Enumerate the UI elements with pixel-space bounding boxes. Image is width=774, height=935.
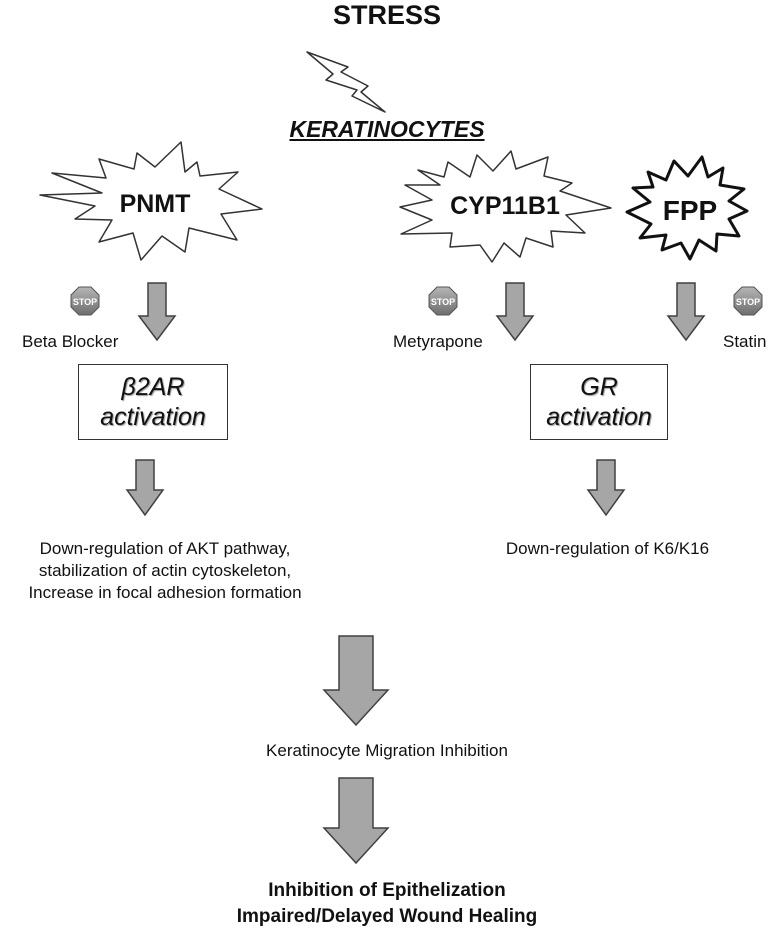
gr-activation-box: GR activation xyxy=(530,364,668,440)
down-arrow-icon xyxy=(137,282,177,342)
big-down-arrow-icon xyxy=(322,777,390,865)
stop-text: STOP xyxy=(431,297,455,307)
effect-line: Increase in focal adhesion formation xyxy=(28,583,302,602)
b2ar-activation-box: β2AR activation xyxy=(78,364,228,440)
stop-sign-icon: STOP xyxy=(428,286,458,316)
migration-inhibition: Keratinocyte Migration Inhibition xyxy=(266,741,508,760)
down-arrow-icon xyxy=(495,282,535,342)
cyp11b1-burst xyxy=(399,150,612,263)
fpp-burst xyxy=(625,155,749,261)
lightning-icon xyxy=(306,51,386,113)
statin-label: Statin xyxy=(723,332,767,351)
gr-label: GR xyxy=(580,373,618,401)
outcome-line-2: Impaired/Delayed Wound Healing xyxy=(236,906,538,927)
stop-sign-icon: STOP xyxy=(733,286,763,316)
pnmt-label: PNMT xyxy=(119,190,191,218)
b2ar-activation-label: activation xyxy=(100,403,206,431)
metyrapone-label: Metyrapone xyxy=(393,332,483,351)
down-arrow-icon xyxy=(125,459,165,517)
effect-line: Down-regulation of AKT pathway, xyxy=(39,539,291,558)
pnmt-burst xyxy=(39,141,263,261)
k6-k16-effect: Down-regulation of K6/K16 xyxy=(505,539,710,558)
stop-text: STOP xyxy=(73,297,97,307)
down-arrow-icon xyxy=(586,459,626,517)
fpp-label: FPP xyxy=(662,195,718,226)
akt-effects: Down-regulation of AKT pathway, stabiliz… xyxy=(0,538,330,604)
down-arrow-icon xyxy=(666,282,706,342)
outcome-line-1: Inhibition of Epithelization xyxy=(268,880,506,901)
stop-sign-icon: STOP xyxy=(70,286,100,316)
b2ar-label: β2AR xyxy=(121,373,185,401)
stop-text: STOP xyxy=(736,297,760,307)
cell-type-label: KERATINOCYTES xyxy=(289,116,485,142)
big-down-arrow-icon xyxy=(322,635,390,727)
effect-line: stabilization of actin cytoskeleton, xyxy=(38,561,292,580)
outcome: Inhibition of Epithelization Impaired/De… xyxy=(0,878,774,930)
gr-activation-label: activation xyxy=(546,403,652,431)
stress-title: STRESS xyxy=(332,0,442,30)
cyp11b1-label: CYP11B1 xyxy=(450,192,560,220)
beta-blocker-label: Beta Blocker xyxy=(22,332,119,351)
